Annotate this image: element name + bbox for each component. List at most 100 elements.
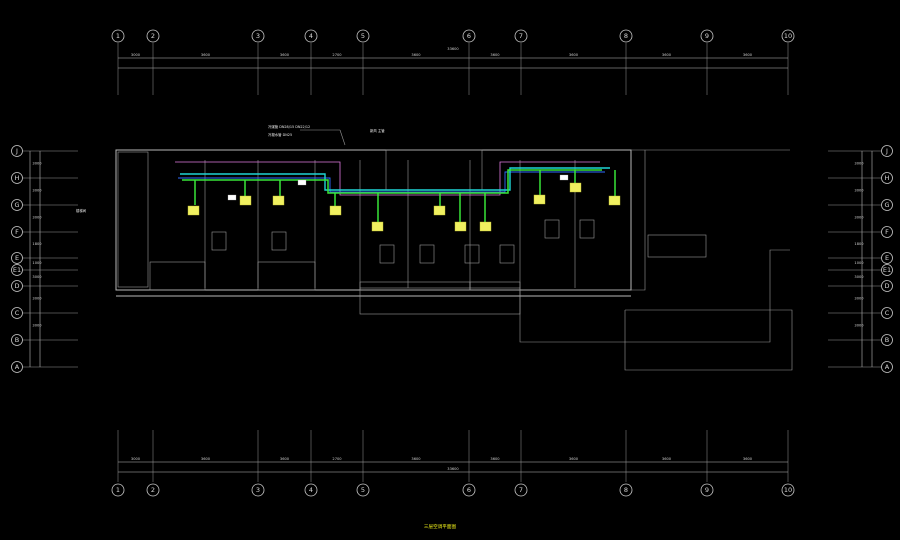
dim-text: 3000	[131, 53, 141, 57]
dim-text: 3000	[854, 275, 864, 279]
fan-coil-unit	[187, 205, 200, 216]
dim-text: 3000	[131, 457, 141, 461]
axis-label: B	[885, 336, 889, 344]
dim-text: 3000	[854, 189, 864, 193]
central-stair	[385, 149, 483, 191]
annotation-notes: 冷媒管 DN28/15 DN22/12 冷凝水管 DN25 新风 主管 楼梯间	[76, 124, 385, 213]
dim-text: 1000	[854, 261, 864, 265]
dim-text: 3600	[411, 53, 421, 57]
bathroom-block	[469, 281, 521, 291]
axis-bubble	[514, 483, 528, 497]
fresh-air-duct	[175, 161, 600, 196]
axis-bubble	[146, 29, 160, 43]
leader-line	[339, 129, 346, 146]
furniture-bed	[379, 244, 395, 264]
control-panel	[297, 179, 307, 186]
bathroom-block	[149, 261, 206, 291]
axis-bubble	[781, 29, 795, 43]
axis-label: 2	[151, 32, 155, 40]
axis-label: F	[885, 228, 889, 236]
axis-label: 9	[705, 32, 709, 40]
drawing-title: 三层空调平面图	[424, 523, 457, 530]
axis-bubble	[881, 172, 893, 184]
axis-bubble	[11, 252, 23, 264]
axis-bubble	[881, 334, 893, 346]
axis-label: E	[15, 254, 19, 262]
axis-bubble	[304, 29, 318, 43]
refrigerant-pipe-blue	[178, 171, 605, 193]
fan-coil-unit	[608, 195, 621, 206]
axis-bubble	[700, 29, 714, 43]
dim-text: 2700	[332, 53, 342, 57]
roof-outline	[519, 150, 790, 343]
axis-label: 8	[624, 486, 628, 494]
control-panel	[227, 194, 237, 201]
dim-text: 3000	[854, 297, 864, 301]
dim-text: 1000	[32, 261, 42, 265]
furniture-bed	[211, 231, 227, 251]
note-fresh-air: 新风 主管	[370, 128, 385, 133]
dim-text: 3600	[743, 53, 753, 57]
axis-bubble	[462, 483, 476, 497]
axis-label: H	[15, 174, 20, 182]
axis-bubble	[881, 199, 893, 211]
axis-bubble	[111, 483, 125, 497]
axis-label: 3	[256, 32, 260, 40]
axis-bubble	[11, 226, 23, 238]
bathroom-block	[257, 261, 316, 291]
axis-bubble	[881, 252, 893, 264]
dim-text: 3600	[490, 53, 500, 57]
axis-bubble	[251, 483, 265, 497]
axis-bubble	[11, 199, 23, 211]
dim-text: 3600	[743, 457, 753, 461]
axis-label: 7	[519, 32, 523, 40]
axis-label: J	[15, 147, 18, 155]
axis-bubble	[304, 483, 318, 497]
axis-bubble	[881, 145, 893, 157]
dim-text: 3000	[854, 162, 864, 166]
furniture-bed	[419, 244, 435, 264]
axis-label: D	[884, 282, 889, 290]
furniture-bed	[544, 219, 560, 239]
dim-text: 3000	[32, 297, 42, 301]
indoor-units	[187, 174, 621, 232]
axis-bubble	[619, 483, 633, 497]
axis-label: 1	[116, 32, 120, 40]
floor-plan-walls	[115, 149, 793, 371]
axis-bubble	[11, 334, 23, 346]
axis-label: 7	[519, 486, 523, 494]
axis-bubble	[11, 280, 23, 292]
dim-text: 3600	[490, 457, 500, 461]
axis-label: J	[885, 147, 888, 155]
fan-coil-unit	[454, 221, 467, 232]
axis-label: C	[885, 309, 890, 317]
hvac-piping	[175, 161, 616, 222]
axis-label: E1	[883, 266, 891, 274]
dim-text: 3600	[201, 53, 211, 57]
axis-label: G	[884, 201, 889, 209]
axis-label: 6	[467, 32, 471, 40]
room-partitions	[149, 160, 595, 291]
axis-label: 1	[116, 486, 120, 494]
axis-label: G	[14, 201, 19, 209]
axis-label: 2	[151, 486, 155, 494]
stair-core	[117, 151, 149, 288]
bathroom-block	[359, 281, 471, 291]
dim-text: 3600	[662, 53, 672, 57]
fan-coil-unit	[272, 195, 285, 206]
axis-label: 6	[467, 486, 471, 494]
axis-bubble	[11, 361, 23, 373]
axis-label: A	[885, 363, 890, 371]
fan-coil-unit	[479, 221, 492, 232]
axis-bubble	[356, 29, 370, 43]
fan-coil-unit	[533, 194, 546, 205]
dim-text: 3600	[662, 457, 672, 461]
axis-bubble	[881, 226, 893, 238]
dim-text: 3000	[854, 324, 864, 328]
axis-bubble	[619, 29, 633, 43]
axis-bubble	[881, 264, 893, 276]
axis-bubble	[146, 483, 160, 497]
axis-label: H	[885, 174, 890, 182]
